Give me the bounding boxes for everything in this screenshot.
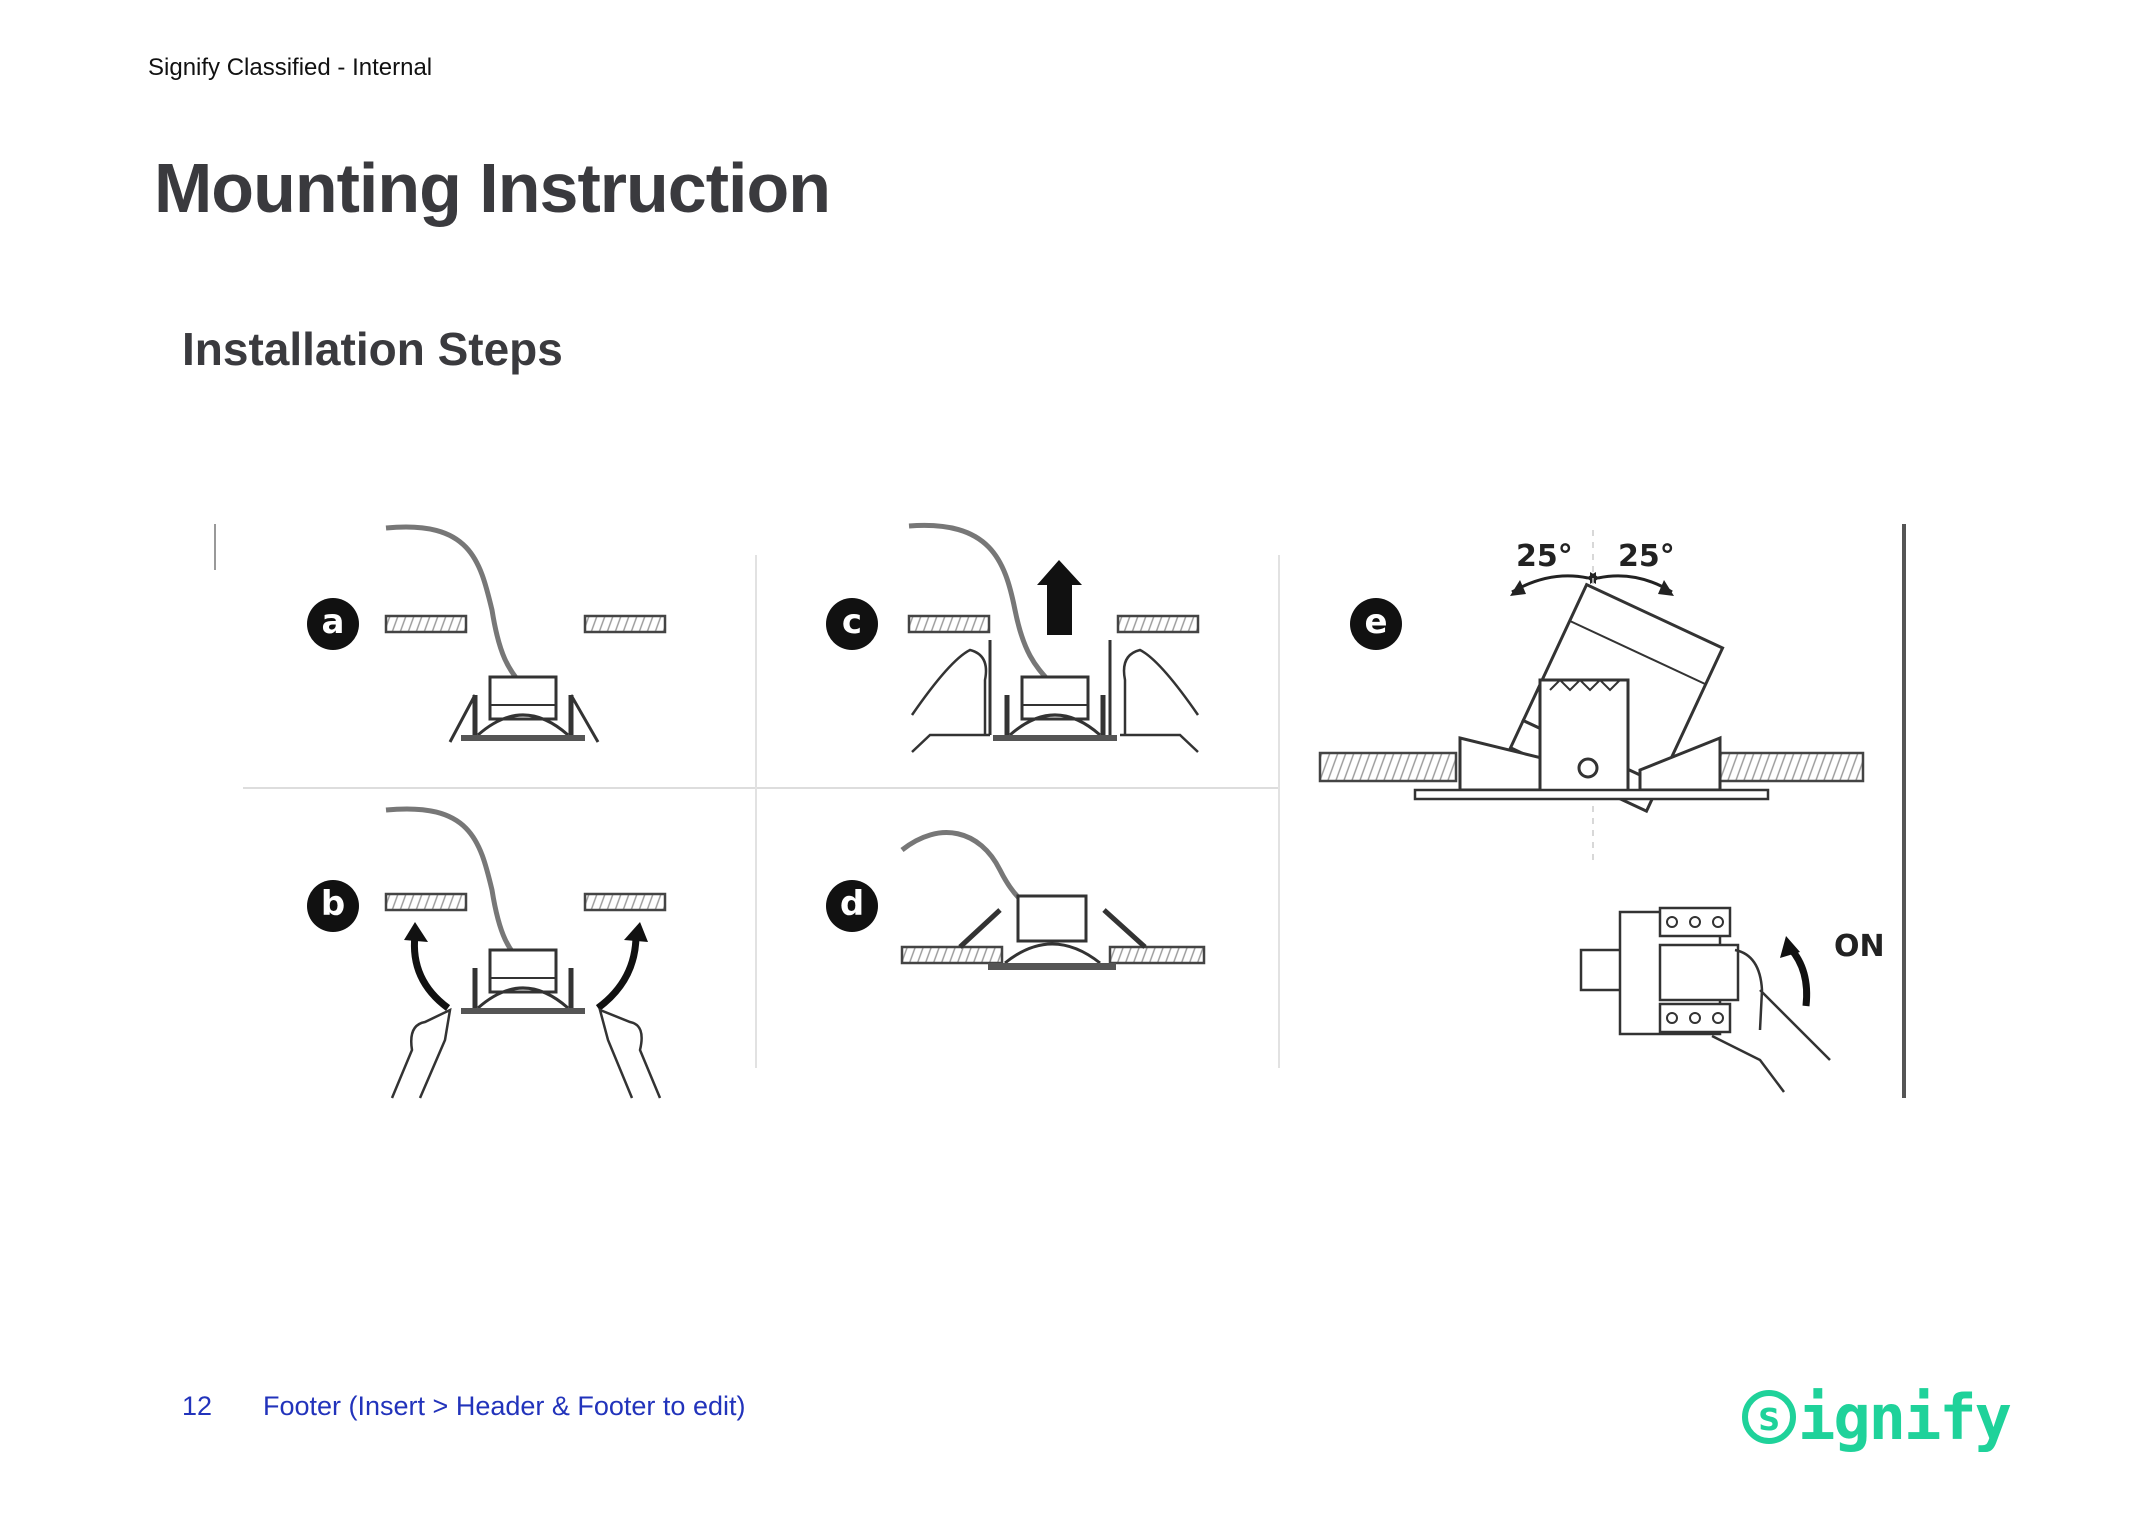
step-c-label: c — [842, 602, 862, 642]
step-a-label: a — [322, 602, 345, 642]
step-e-badge — [1350, 598, 1402, 650]
classification-label: Signify Classified - Internal — [148, 54, 433, 81]
tilt-left-label: 25° — [1516, 539, 1573, 574]
step-b-illustration: b — [307, 806, 667, 1099]
logo-wordmark: ignify — [1798, 1380, 2012, 1454]
switch-on-label: ON — [1834, 929, 1885, 964]
step-c-illustration: c — [826, 522, 1200, 753]
step-d-label: d — [840, 884, 864, 924]
step-e-label: e — [1364, 602, 1387, 642]
logo-s-icon: s — [1742, 1390, 1796, 1444]
footer-text: Footer (Insert > Header & Footer to edit… — [263, 1391, 746, 1421]
section-subtitle: Installation Steps — [182, 323, 563, 375]
tilt-right-label: 25° — [1618, 539, 1675, 574]
step-a-illustration: a — [307, 524, 667, 742]
page-number: 12 — [182, 1391, 213, 1421]
step-b-badge — [307, 880, 359, 932]
step-e-illustration: e 25° 25° — [1318, 530, 1885, 1093]
page-title: Mounting Instruction — [154, 149, 831, 227]
step-d-badge — [826, 880, 878, 932]
signify-logo: s ignify — [1742, 1380, 2012, 1454]
step-d-illustration: d — [826, 830, 1206, 970]
step-b-label: b — [321, 884, 345, 924]
step-c-badge — [826, 598, 878, 650]
step-a-badge — [307, 598, 359, 650]
